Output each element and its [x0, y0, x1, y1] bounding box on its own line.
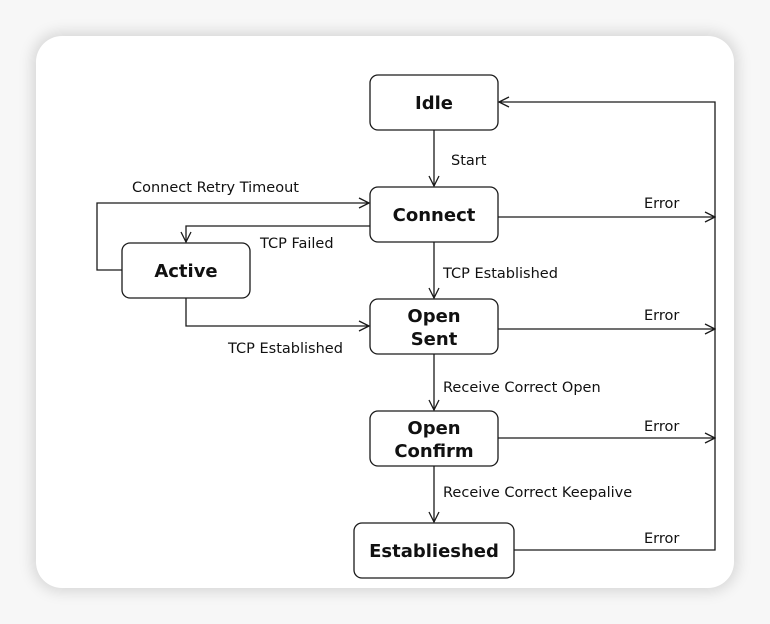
state-connect: Connect — [369, 186, 499, 243]
label-tcp-failed: TCP Failed — [259, 236, 334, 252]
state-open-confirm: Open Confirm — [369, 410, 499, 467]
state-open-confirm-label-line2: Confirm — [394, 441, 473, 462]
label-error-established: Error — [644, 531, 679, 547]
state-open-sent-label-line2: Sent — [411, 329, 458, 350]
state-active: Active — [121, 242, 251, 299]
state-open-sent: Open Sent — [369, 298, 499, 355]
edge-active-to-connect-retry — [96, 203, 369, 271]
label-error-connect: Error — [644, 196, 679, 212]
state-connect-label: Connect — [393, 205, 476, 226]
label-receive-correct-keepalive: Receive Correct Keepalive — [443, 485, 632, 501]
state-idle-label: Idle — [415, 93, 453, 114]
label-connect-retry-timeout: Connect Retry Timeout — [132, 180, 299, 196]
label-error-open-sent: Error — [644, 308, 679, 324]
state-idle: Idle — [369, 74, 499, 131]
edge-active-to-open-sent — [185, 298, 369, 326]
label-receive-correct-open: Receive Correct Open — [443, 380, 601, 396]
state-open-confirm-label-line1: Open — [407, 418, 460, 439]
state-open-sent-label-line1: Open — [407, 306, 460, 327]
edge-connect-to-active — [186, 225, 370, 242]
label-start: Start — [451, 153, 487, 169]
state-established-label: Establieshed — [369, 541, 499, 562]
state-established: Establieshed — [353, 522, 515, 579]
label-tcp-established-connect: TCP Established — [442, 266, 558, 282]
edge-error-return-to-idle — [499, 102, 716, 551]
label-error-open-confirm: Error — [644, 419, 679, 435]
label-tcp-established-active: TCP Established — [227, 341, 343, 357]
state-active-label: Active — [154, 261, 217, 282]
